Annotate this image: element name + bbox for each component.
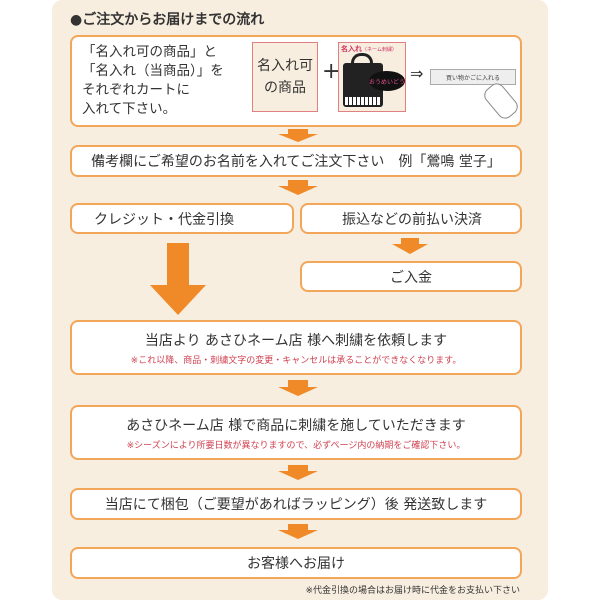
line: 「名入れ可の商品」と bbox=[82, 44, 217, 60]
step6-text: 当店にて梱包（ご要望があればラッピング）後 発送致します bbox=[104, 497, 488, 513]
step4-note: ※これ以降、商品・刺繍文字の変更・キャンセルは承ることができなくなります。 bbox=[130, 355, 462, 366]
piano-keys bbox=[345, 97, 381, 105]
down-arrow-icon bbox=[278, 465, 318, 480]
footnote: ※代金引換の場合はお届け時に代金をお支払い下さい bbox=[305, 586, 520, 596]
product-box: 名入れ可 の商品 bbox=[252, 42, 318, 112]
down-arrow-icon bbox=[278, 380, 318, 396]
step-prepay: 振込などの前払い決済 bbox=[300, 203, 522, 234]
step-credit-cod: クレジット・代金引換 bbox=[70, 203, 294, 234]
down-arrow-icon bbox=[278, 129, 318, 142]
down-arrow-icon bbox=[392, 238, 428, 254]
line: それぞれカートに bbox=[82, 82, 190, 98]
step4-text: 当店より あさひネーム店 様へ刺繍を依頼します bbox=[144, 332, 448, 349]
line: 入れて下さい。 bbox=[82, 101, 177, 117]
down-arrow-icon bbox=[278, 180, 318, 195]
step-request-embroidery: 当店より あさひネーム店 様へ刺繍を依頼します ※これ以降、商品・刺繍文字の変更・… bbox=[70, 320, 522, 375]
step-shipping: 当店にて梱包（ご要望があればラッピング）後 発送致します bbox=[70, 488, 522, 520]
step5-note: ※シーズンにより所要日数が異なりますので、必ずページ内の納期をご確認下さい。 bbox=[126, 440, 466, 451]
product-line: の商品 bbox=[264, 80, 306, 96]
step2-text: 備考欄にご希望のお名前を入れてご注文下さい 例「鶯鳴 堂子」 bbox=[91, 154, 501, 170]
step3-left-text: クレジット・代金引換 bbox=[94, 211, 234, 228]
line: 「名入れ（当商品）」を bbox=[82, 63, 224, 79]
step-payment: ご入金 bbox=[300, 261, 522, 292]
badge: おうめいどう bbox=[369, 71, 405, 91]
bag-sub: （ネーム刺繍） bbox=[362, 47, 397, 53]
bag-handle bbox=[351, 53, 373, 69]
bag-image: 名入れ（ネーム刺繍） おうめいどう bbox=[338, 42, 406, 112]
page-title: ●ご注文からお届けまでの流れ bbox=[70, 12, 265, 28]
step5-text: あさひネーム店 様で商品に刺繍を施していただきます bbox=[126, 417, 466, 434]
step3-right-text: 振込などの前払い決済 bbox=[342, 211, 482, 228]
product-line: 名入れ可 bbox=[257, 58, 313, 74]
step3-pay-text: ご入金 bbox=[390, 269, 432, 286]
down-arrow-icon bbox=[278, 524, 318, 539]
step1-text: 「名入れ可の商品」と 「名入れ（当商品）」を それぞれカートに 入れて下さい。 bbox=[82, 43, 224, 119]
pointing-hand-icon bbox=[481, 80, 521, 122]
step-embroidery: あさひネーム店 様で商品に刺繍を施していただきます ※シーズンにより所要日数が異な… bbox=[70, 405, 522, 460]
bag-label: 名入れ bbox=[341, 45, 362, 53]
step-delivery: お客様へお届け bbox=[70, 547, 522, 579]
step-add-to-cart: 「名入れ可の商品」と 「名入れ（当商品）」を それぞれカートに 入れて下さい。 … bbox=[70, 35, 522, 127]
step7-text: お客様へお届け bbox=[247, 556, 345, 572]
plus-icon: + bbox=[322, 59, 341, 84]
step-remarks: 備考欄にご希望のお名前を入れてご注文下さい 例「鶯鳴 堂子」 bbox=[70, 145, 522, 177]
large-down-arrow-icon bbox=[150, 243, 206, 315]
implies-arrow-icon: ⇒ bbox=[410, 64, 424, 83]
cart-button[interactable]: 買い物かごに入れる bbox=[430, 69, 516, 85]
